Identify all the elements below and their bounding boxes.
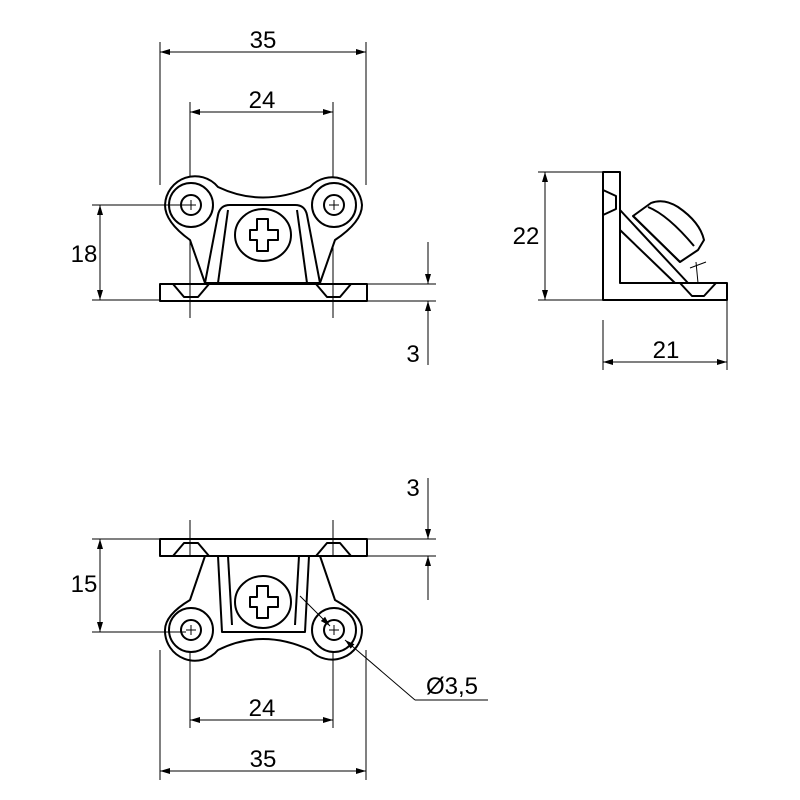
dim-height-top: 18 (71, 241, 98, 268)
bottom-view: 3 15 Ø3,5 24 35 (71, 475, 488, 780)
dim-height-bottom: 15 (71, 571, 98, 598)
dim-overall-width-top: 35 (250, 27, 277, 54)
dim-hole-spacing-bottom: 24 (249, 695, 276, 722)
front-view: 35 24 18 (71, 27, 436, 368)
dim-hole-spacing-top: 24 (249, 87, 276, 114)
dim-plate-thickness-bottom: 3 (406, 475, 419, 502)
side-view: 22 21 (513, 171, 728, 370)
dim-overall-width-bottom: 35 (250, 746, 277, 773)
dim-height-side: 22 (513, 223, 540, 250)
dim-depth-side: 21 (653, 337, 680, 364)
dim-plate-thickness-top: 3 (406, 341, 419, 368)
dim-hole-diameter: Ø3,5 (426, 673, 478, 700)
